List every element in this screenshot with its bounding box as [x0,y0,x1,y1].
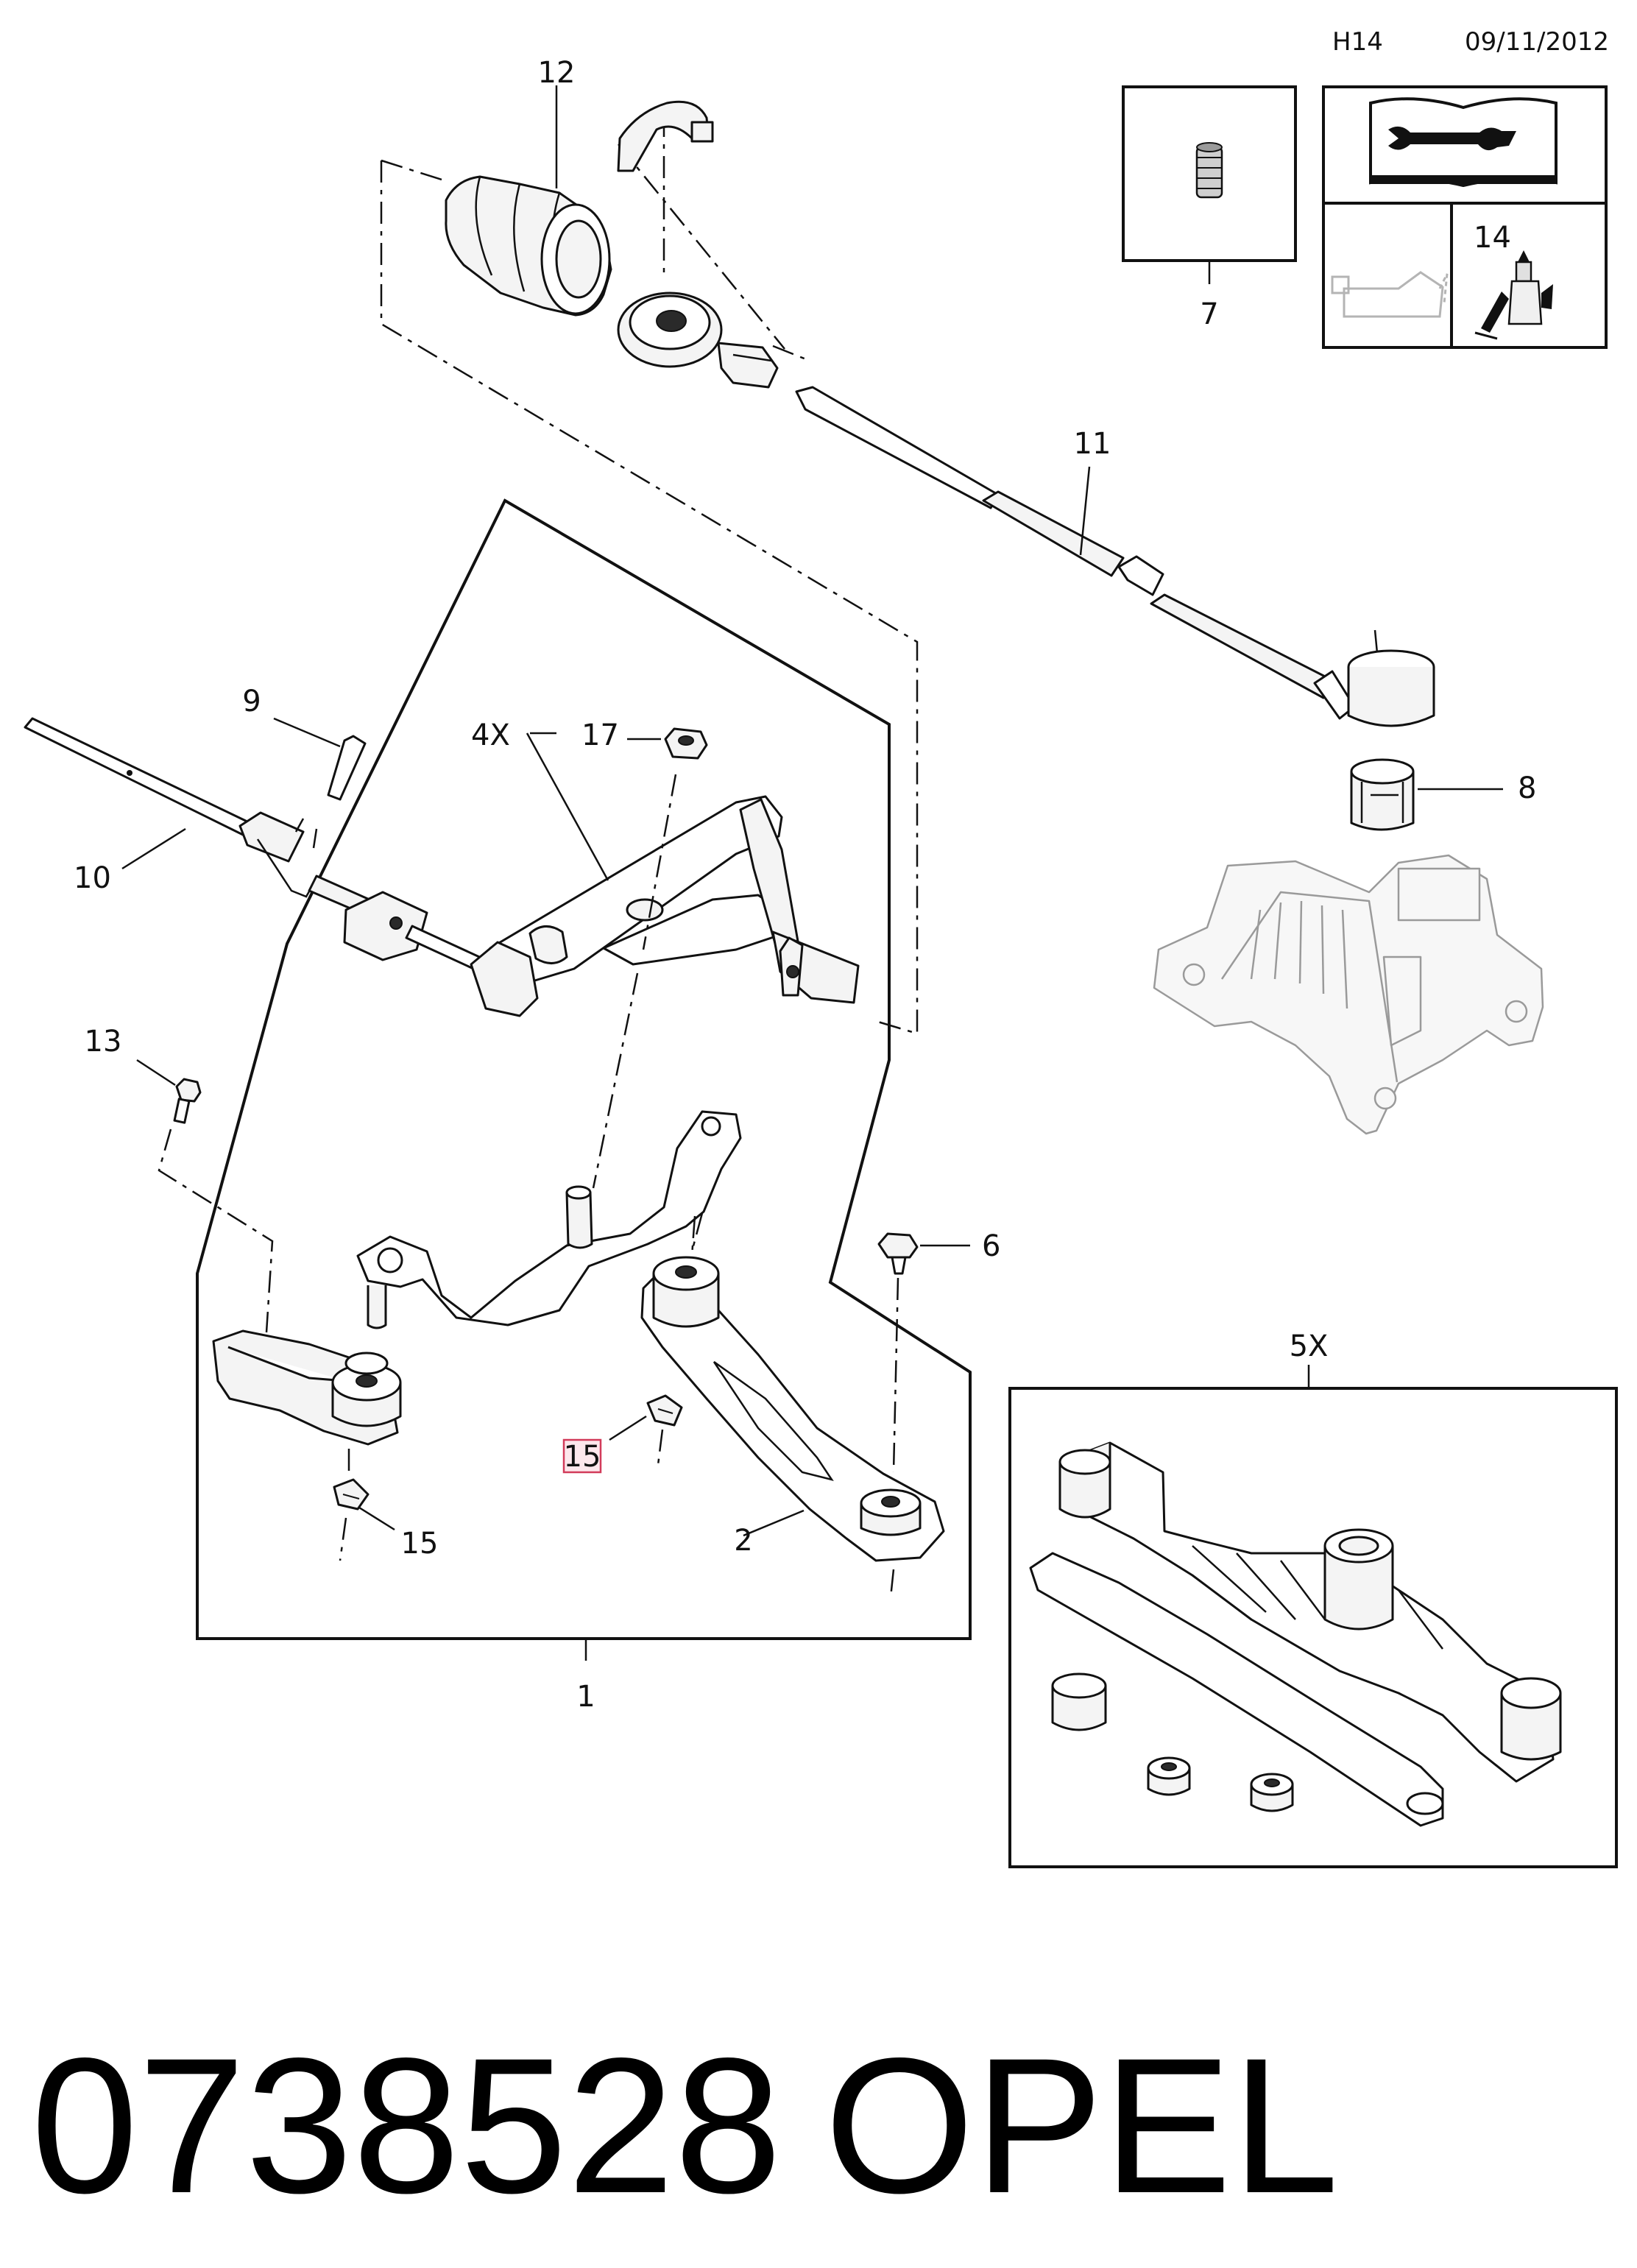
callout-6: 6 [982,1229,1000,1263]
kit-box-5x [1008,1387,1618,1868]
clip-15-upper [646,1394,683,1427]
selector-rod [24,717,487,973]
sleeve-part [1350,758,1415,831]
brand-name: OPEL [824,2018,1339,2233]
callout-1: 1 [576,1680,595,1714]
arm-2 [640,1256,945,1562]
callout-4x: 4X [471,718,510,752]
clip-15-left [333,1478,370,1511]
callout-17: 17 [581,718,619,752]
oil-can-icon [1331,271,1449,318]
boot-assembly [445,100,779,389]
rocker-left [212,1329,402,1446]
pin-part [294,735,367,849]
callout-11: 11 [1074,427,1111,461]
shift-shaft [795,386,1435,727]
callout-5x: 5X [1290,1329,1329,1363]
service-info-box [1322,85,1608,349]
callout-13: 13 [85,1025,122,1059]
callout-12: 12 [538,56,576,90]
callout-14: 14 [1474,221,1511,255]
shift-lever-assembly [470,795,860,1017]
callout-7: 7 [1200,297,1218,331]
callout-9: 9 [242,685,261,718]
shifter-housing [1153,854,1544,1135]
part-number: 0738528 [31,2018,782,2233]
screw-13 [173,1078,202,1124]
highlight-box [562,1438,602,1474]
nut-17 [664,727,708,760]
callout-15-lower: 15 [401,1527,439,1561]
repair-manual-icon [1369,97,1558,188]
screw-6 [877,1232,919,1275]
callout-8: 8 [1518,771,1536,805]
callout-2: 2 [734,1524,752,1558]
threaded-insert-icon [1195,142,1223,199]
sheet-date: 09/11/2012 [1465,27,1609,57]
callout-15-highlighted: 15 [564,1440,601,1474]
callout-10: 10 [74,861,111,895]
kit-5x-parts [1029,1441,1562,1827]
mounting-bracket [356,1110,742,1329]
adhesive-tube-icon [1474,250,1553,340]
kit-frame-1 [196,498,972,1640]
sheet-code: H14 [1332,27,1383,57]
